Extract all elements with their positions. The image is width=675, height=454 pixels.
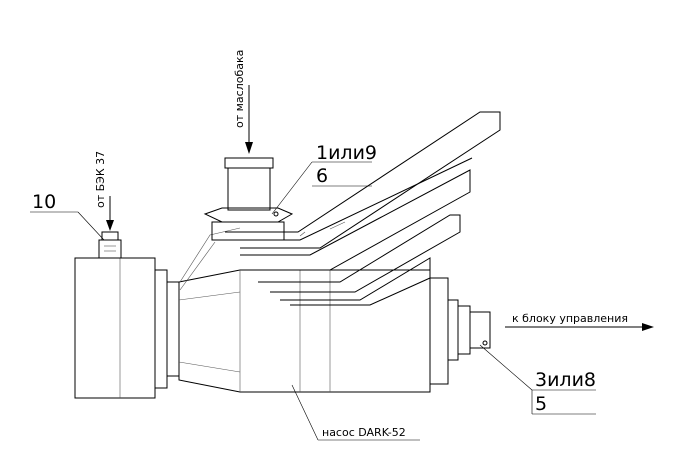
callout-pump	[291, 384, 420, 441]
outlet-fitting	[447, 299, 491, 361]
callout-top	[271, 161, 372, 215]
oil-tank-arrow	[245, 85, 253, 154]
callout-left	[30, 211, 105, 241]
control-block-arrow	[505, 323, 654, 331]
from-oil-tank-label: от маслобака	[233, 50, 246, 128]
callout-top-primary: 1или9	[316, 142, 377, 164]
inlet-fitting	[203, 157, 294, 241]
mounting-block	[74, 257, 180, 399]
bek-arrow	[106, 196, 114, 231]
from-bek-label: от БЭК 37	[94, 151, 107, 208]
callout-top-secondary: 6	[316, 165, 328, 187]
bek-fitting	[98, 231, 122, 259]
callout-right	[479, 344, 596, 415]
to-control-block-label: к блоку управления	[512, 312, 628, 325]
pump-label: насос DARK-52	[322, 426, 406, 439]
bracket-plates	[225, 111, 501, 306]
callout-right-primary: 3или8	[535, 369, 596, 391]
callout-right-secondary: 5	[535, 393, 547, 415]
pump-body	[178, 227, 449, 393]
callout-left-label: 10	[32, 191, 56, 213]
